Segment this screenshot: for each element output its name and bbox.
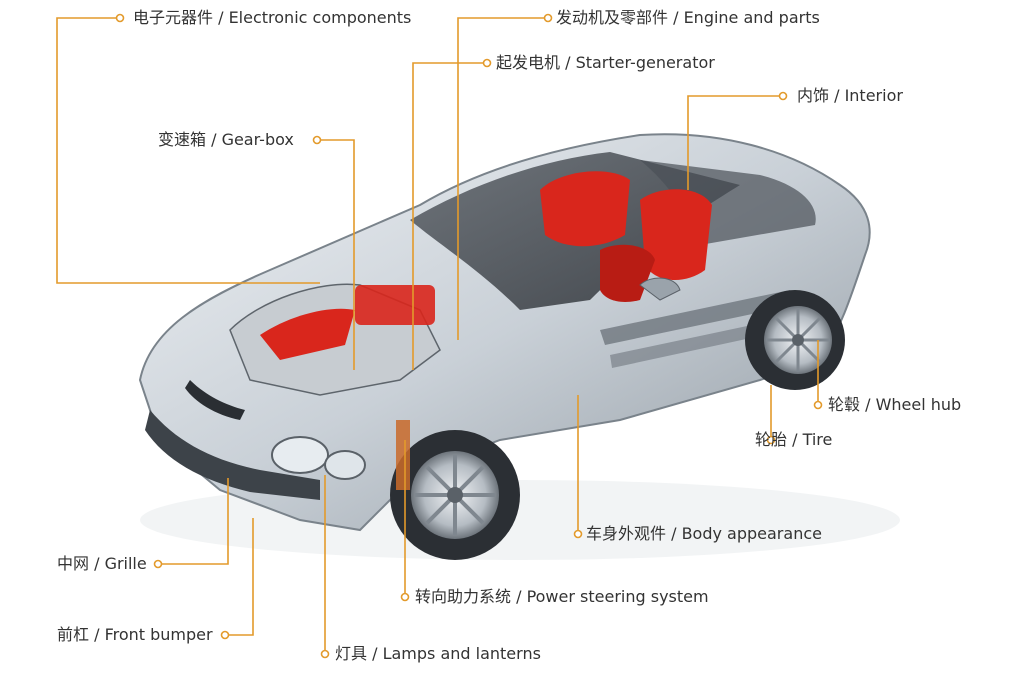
label-wheel-hub: 轮毂 / Wheel hub [828,395,962,414]
label-electronic-components: 电子元器件 / Electronic components [133,8,412,27]
label-body-appearance: 车身外观件 / Body appearance [586,524,822,543]
label-starter-generator: 起发电机 / Starter-generator [496,53,715,72]
label-gear-box: 变速箱 / Gear-box [158,130,294,149]
car-illustration [138,133,900,560]
label-tire: 轮胎 / Tire [755,430,833,449]
label-lamps-and-lanterns: 灯具 / Lamps and lanterns [335,644,541,663]
label-engine-and-parts: 发动机及零部件 / Engine and parts [556,8,820,27]
leader-dots [115,13,823,659]
label-grille: 中网 / Grille [57,554,147,573]
label-power-steering: 转向助力系统 / Power steering system [415,587,709,606]
label-interior: 内饰 / Interior [797,86,903,105]
leader-lines [56,17,819,654]
label-front-bumper: 前杠 / Front bumper [57,625,213,644]
